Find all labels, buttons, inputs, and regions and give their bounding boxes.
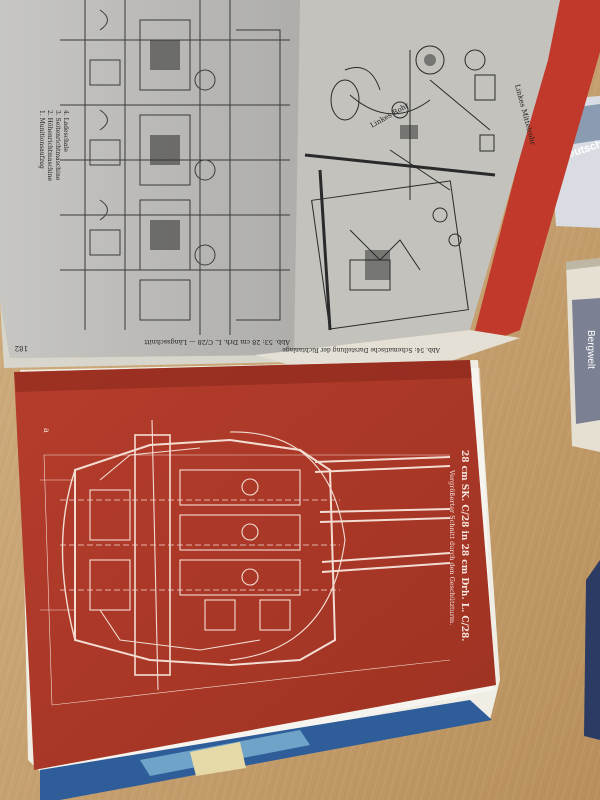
right-top-page: Linkes Rohr Linkes Mittelrohr Abb. 54: S… [255,0,560,368]
svg-text:3. Seitenrichtmaschine: 3. Seitenrichtmaschine [54,110,61,181]
left-page-number: 182 [15,344,28,352]
svg-text:2. Höhenrichtmaschine: 2. Höhenrichtmaschine [46,110,53,182]
turret-blueprint [40,419,451,706]
left-top-page: 1. Munitionsaufzug 2. Höhenrichtmaschine… [0,0,305,368]
red-page: 28 cm SK. C/28 in 28 cm Drh. L. C/28. Ve… [14,360,500,800]
svg-text:1. Munitionsaufzug: 1. Munitionsaufzug [38,110,45,169]
right-book-spine: Bergwelt [585,330,596,369]
svg-text:4. Ladeschale: 4. Ladeschale [62,110,69,152]
book-cover-edge [470,0,600,350]
right-book-stack: Bergwelt [566,258,600,740]
right-page-caption: Abb. 54: Schematische Darstellung der Ri… [282,346,441,353]
red-page-title: 28 cm SK. C/28 in 28 cm Drh. L. C/28. [459,450,469,641]
red-page-mark: a [42,428,51,433]
red-page-subtitle: Vergrößerter Schnitt durch den Geschützt… [448,469,456,625]
left-page-caption: Abb. 53: 28 cm Drh. L. C/28 — Längsschni… [144,338,291,346]
sectional-drawing [60,0,290,335]
left-page-legend: 1. Munitionsaufzug 2. Höhenrichtmaschine… [38,110,69,182]
